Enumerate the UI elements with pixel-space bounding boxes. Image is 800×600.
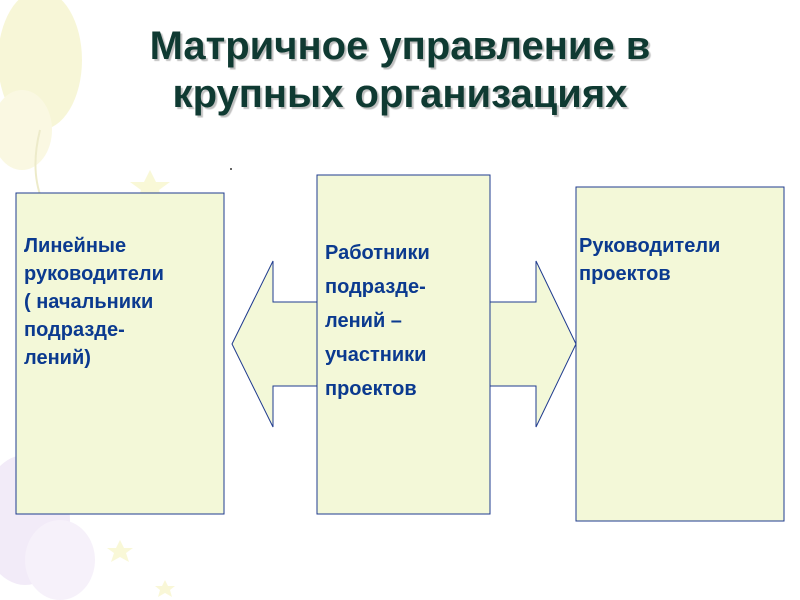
title-line: крупных организациях [172, 72, 628, 116]
box-project-managers-text: Руководители проектов [579, 232, 779, 288]
balloon-icon [0, 0, 82, 261]
box-text-line: лений – [325, 310, 402, 332]
box-text-line: Линейные [24, 235, 127, 257]
box-text-line: ( начальники [24, 291, 154, 313]
box-text-line: подразде- [325, 276, 426, 298]
box-employees-text: Работники подразде- лений – участники пр… [325, 236, 485, 406]
slide-title: Матричное управление в крупных организац… [0, 22, 800, 118]
box-text-line: проектов [325, 378, 417, 400]
box-text-line: Работники [325, 242, 430, 264]
box-employees [316, 174, 491, 515]
title-line: Матричное управление в [149, 24, 651, 68]
box-text-line: лений) [24, 347, 91, 369]
box-project-managers [575, 186, 785, 522]
box-text-line: Руководители [579, 235, 721, 257]
box-line-managers-text: Линейные руководители ( начальники подра… [24, 232, 224, 372]
box-text-line: подразде- [24, 319, 125, 341]
box-text-line: участники [325, 344, 427, 366]
box-line-managers [15, 192, 225, 515]
box-text-line: проектов [579, 263, 671, 285]
box-text-line: руководители [24, 263, 164, 285]
stray-mark [230, 168, 232, 170]
